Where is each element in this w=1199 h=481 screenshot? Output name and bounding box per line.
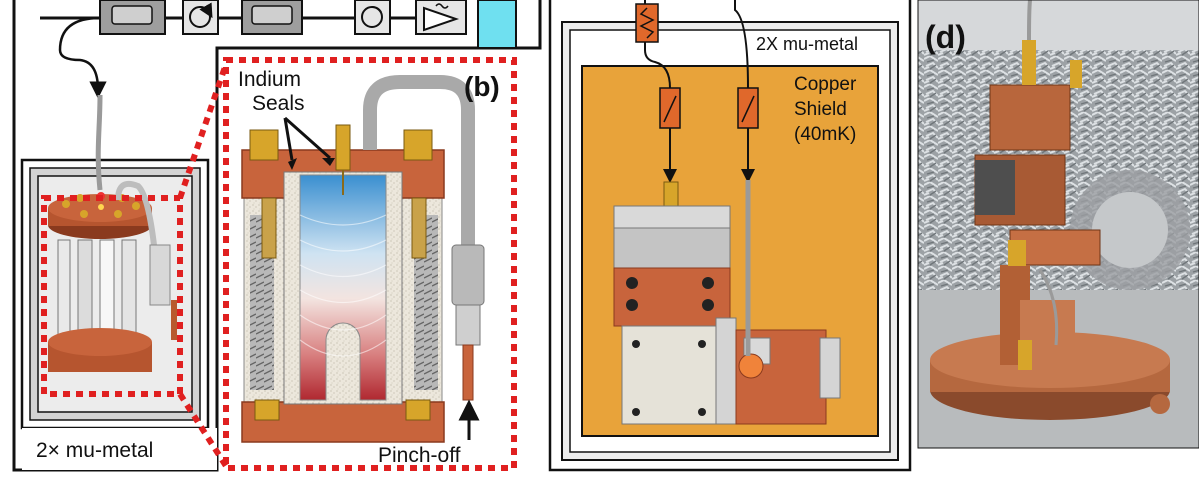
amplifier-icon [423,6,460,32]
panel-ab: (b) Indium Seals Pinch-off 2× mu-metal [12,0,542,472]
microwave-chain [40,0,517,99]
copper-shield-label-line2: Shield [794,99,847,120]
pinch-off-label: Pinch-off [378,444,461,467]
indium-label-line1: Indium [238,68,301,91]
cavity-cross-section [241,75,485,443]
outer-frame [12,0,542,472]
mu-metal-enclosure-a [20,94,217,470]
isolator-icon-2 [354,0,391,35]
mu-metal-label-bg [22,428,217,470]
mu-metal-label-c: 2X mu-metal [756,34,858,54]
cavity-field [299,174,387,401]
panel-b-label: (b) [464,71,500,102]
zoom-indicator [41,57,517,471]
panel-c-frame [548,0,912,472]
isolator-icon-1 [182,0,219,35]
device-assembly [613,180,841,425]
indium-label-line2: Seals [252,92,305,115]
panel-c: 2X mu-metal Copper Shield (40mK) [548,0,912,472]
panel-d-photo: (d) [917,0,1199,449]
cyan-box [477,0,517,49]
panel-d-label: (d) [925,19,966,55]
copper-shield-label-line1: Copper [794,74,857,95]
mu-metal-label-a: 2× mu-metal [36,439,153,462]
copper-shield-label-line3: (40mK) [794,124,856,145]
